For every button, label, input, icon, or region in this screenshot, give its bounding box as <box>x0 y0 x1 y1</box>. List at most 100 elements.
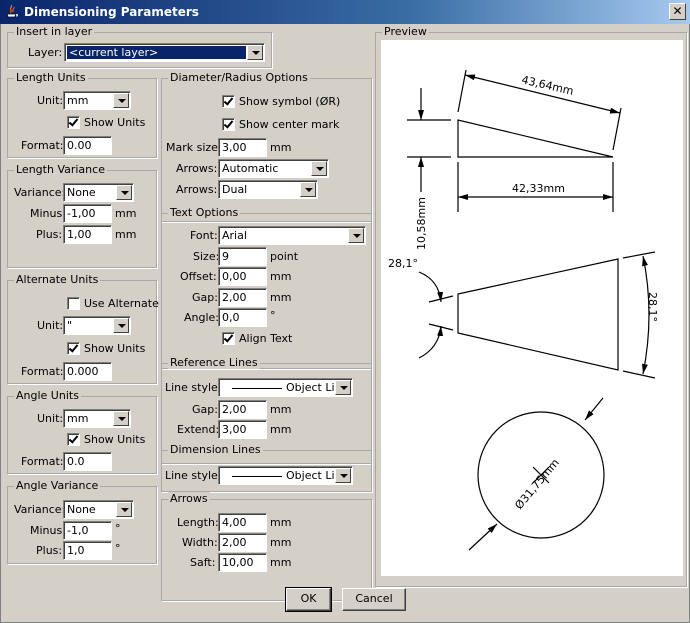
layer-label: Layer: <box>28 46 63 59</box>
length-show-units-checkbox[interactable] <box>67 116 80 129</box>
chevron-down-icon[interactable] <box>247 45 263 60</box>
length-unit-value: mm <box>67 94 89 107</box>
gap-input[interactable]: 2,00 <box>218 288 267 307</box>
size-input[interactable]: 9 <box>218 247 267 266</box>
trapezoid-shape <box>457 258 619 371</box>
arrows-group: Arrows Length: 4,00 mm Width: 2,00 mm Sa… <box>161 492 372 601</box>
angle-minus-input[interactable]: -1,0 <box>63 521 112 540</box>
reference-lines-group: Reference Lines Line style: Object Line … <box>161 356 372 464</box>
alternate-format-input[interactable]: 0.000 <box>63 362 112 381</box>
angle-unit-select[interactable]: mm <box>63 409 131 428</box>
chevron-down-icon[interactable] <box>335 380 351 395</box>
angle-format-input[interactable]: 0.0 <box>63 452 112 471</box>
alternate-show-units-checkbox[interactable] <box>67 342 80 355</box>
chevron-down-icon[interactable] <box>113 93 129 108</box>
mark-size-label: Mark size: <box>166 141 222 154</box>
close-button[interactable]: ✕ <box>669 3 686 20</box>
dimension-line <box>464 74 621 114</box>
use-alternate-checkbox[interactable] <box>67 297 80 310</box>
font-select[interactable]: Arial <box>218 226 366 245</box>
font-label: Font: <box>190 229 218 242</box>
layer-select[interactable]: <current layer> <box>64 43 265 62</box>
unit-label: Unit: <box>37 94 64 107</box>
chevron-down-icon[interactable] <box>335 468 351 483</box>
reference-gap-input[interactable]: 2,00 <box>218 400 267 419</box>
group-title: Text Options <box>168 206 241 219</box>
arrow-length-input[interactable]: 4,00 <box>218 513 267 532</box>
unit-text: mm <box>270 556 292 569</box>
chevron-down-icon[interactable] <box>348 228 364 243</box>
ok-button[interactable]: OK <box>285 587 332 612</box>
chevron-down-icon[interactable] <box>113 318 129 333</box>
arrows-type-select[interactable]: Automatic <box>218 159 329 178</box>
chevron-down-icon[interactable] <box>300 182 316 197</box>
chevron-down-icon[interactable] <box>116 502 132 517</box>
minus-label: Minus: <box>30 524 66 537</box>
minus-label: Minus: <box>30 207 66 220</box>
angle-plus-input[interactable]: 1,0 <box>63 541 112 560</box>
angle-variance-group: Angle Variance Variance: None Minus: -1,… <box>7 479 157 564</box>
arrows-mode-select[interactable]: Dual <box>218 180 318 199</box>
unit-text: mm <box>115 228 137 241</box>
arrows-mode-value: Dual <box>222 183 248 196</box>
unit-text: mm <box>270 291 292 304</box>
gap-label: Gap: <box>192 403 218 416</box>
preview-group: Preview <box>375 25 687 587</box>
length-variance-select[interactable]: None <box>63 183 134 202</box>
chevron-down-icon[interactable] <box>113 411 129 426</box>
length-plus-input[interactable]: 1,00 <box>63 225 112 244</box>
line-style-label: Line style: <box>165 381 222 394</box>
arrows-label: Arrows: <box>176 183 218 196</box>
angle-input[interactable]: 0,0 <box>218 308 267 327</box>
reference-extend-input[interactable]: 3,00 <box>218 420 267 439</box>
title-bar: Dimensioning Parameters ✕ <box>0 0 690 24</box>
length-label: Length: <box>177 516 219 529</box>
group-title: Length Variance <box>14 163 107 176</box>
show-units-label: Show Units <box>84 433 146 446</box>
show-units-label: Show Units <box>84 116 146 129</box>
dimension-line-style-select[interactable]: Object Line <box>218 466 353 485</box>
length-minus-input[interactable]: -1,00 <box>63 204 112 223</box>
length-unit-select[interactable]: mm <box>63 91 131 110</box>
triangle-shape <box>457 119 614 158</box>
line-style-preview: Object Line <box>222 381 348 394</box>
alternate-unit-select[interactable]: " <box>63 316 131 335</box>
extension-line <box>622 370 656 379</box>
format-label: Format: <box>21 139 64 152</box>
extend-label: Extend: <box>177 423 220 436</box>
chevron-down-icon[interactable] <box>116 185 132 200</box>
plus-label: Plus: <box>36 228 63 241</box>
center-mark <box>532 466 550 484</box>
angle-arc <box>418 271 444 303</box>
length-format-input[interactable]: 0.00 <box>63 136 112 155</box>
arrow-saft-input[interactable]: 10,00 <box>218 553 267 572</box>
unit-text: mm <box>115 207 137 220</box>
cancel-button[interactable]: Cancel <box>342 588 406 611</box>
offset-input[interactable]: 0,00 <box>218 267 267 286</box>
show-symbol-checkbox[interactable] <box>222 95 235 108</box>
unit-text: ° <box>270 309 276 322</box>
line-style-value: Object Line <box>286 469 349 482</box>
angle-variance-select[interactable]: None <box>63 500 134 519</box>
arrow-width-input[interactable]: 2,00 <box>218 533 267 552</box>
group-title: Alternate Units <box>14 273 101 286</box>
show-center-mark-checkbox[interactable] <box>222 118 235 131</box>
alternate-units-group: Alternate Units Use Alternate Unit: " Sh… <box>7 273 159 384</box>
chevron-down-icon[interactable] <box>311 161 327 176</box>
group-title: Reference Lines <box>168 356 260 369</box>
mark-size-input[interactable]: 3,00 <box>218 138 267 157</box>
dimension-line <box>468 523 498 551</box>
circle-shape <box>477 411 605 539</box>
offset-label: Offset: <box>180 270 217 283</box>
extension-line <box>622 251 656 259</box>
dimension-arc <box>642 255 650 375</box>
group-title: Insert in layer <box>14 25 95 38</box>
align-text-checkbox[interactable] <box>222 332 235 345</box>
unit-text: ° <box>115 522 121 535</box>
text-options-group: Text Options Font: Arial Size: 9 point O… <box>161 206 372 369</box>
width-label: Width: <box>182 536 218 549</box>
format-label: Format: <box>21 455 64 468</box>
reference-line-style-select[interactable]: Object Line <box>218 378 353 397</box>
angle-show-units-checkbox[interactable] <box>67 433 80 446</box>
length-variance-value: None <box>67 186 96 199</box>
